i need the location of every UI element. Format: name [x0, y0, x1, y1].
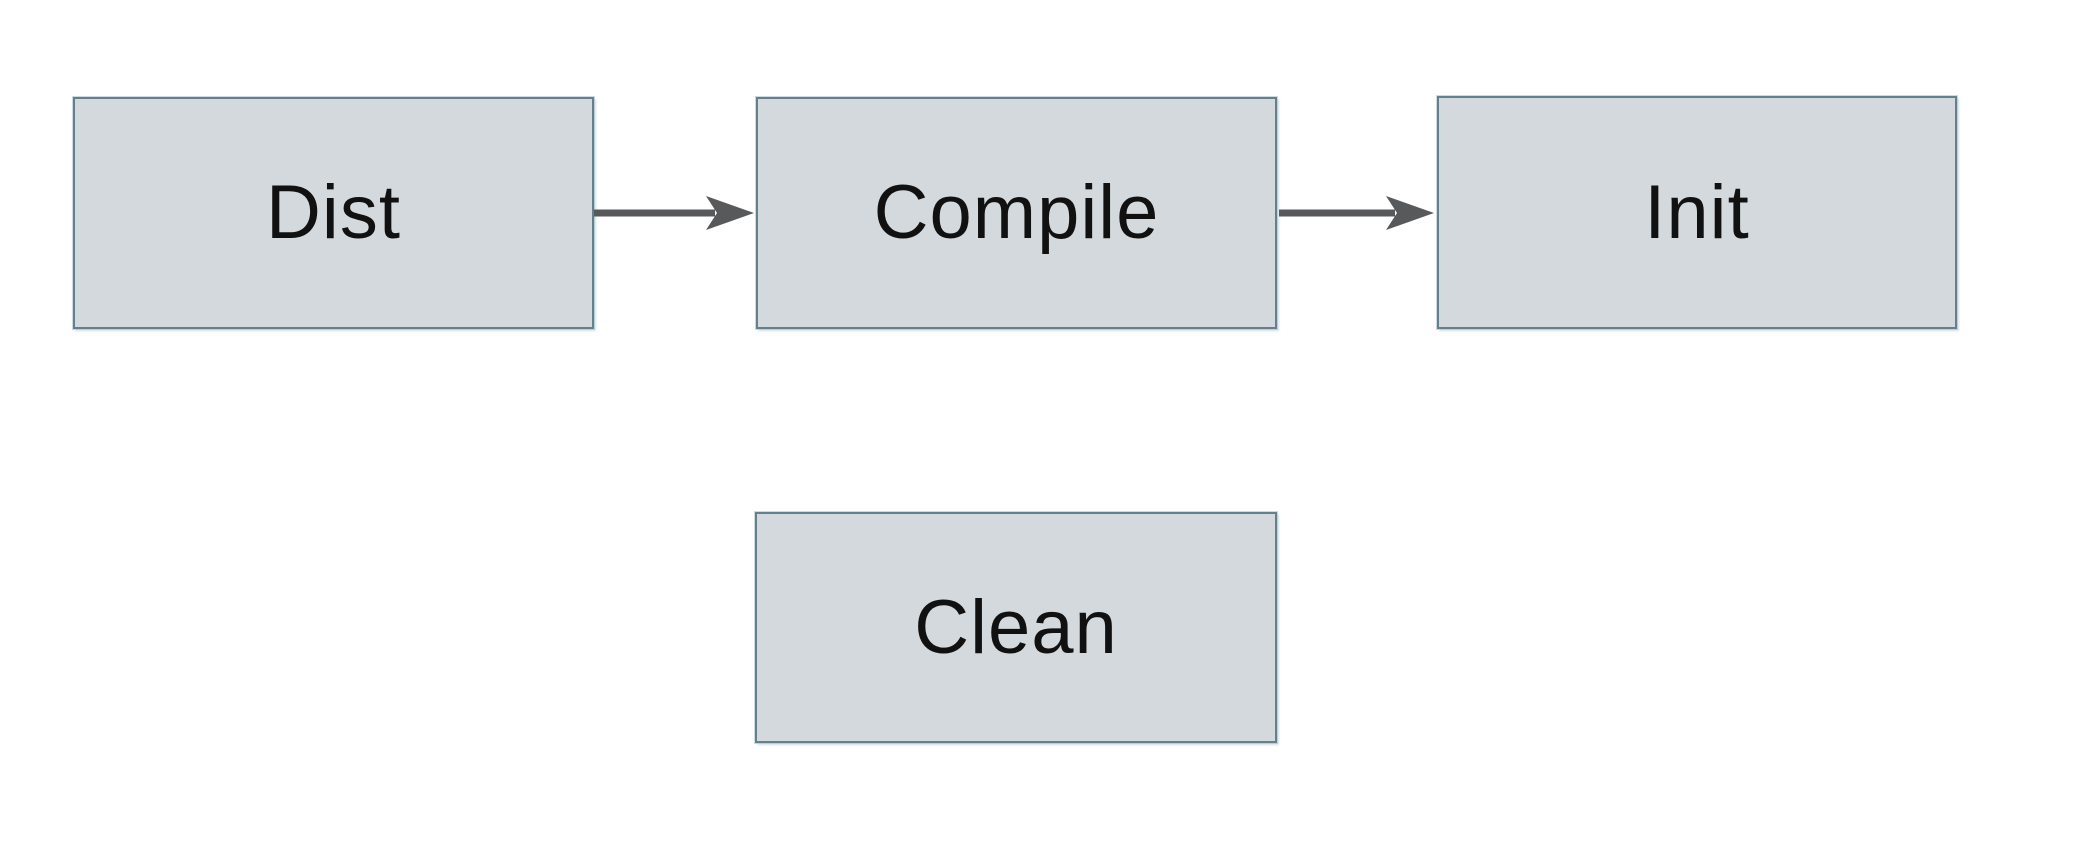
node-clean-label: Clean — [914, 584, 1118, 670]
node-dist[interactable]: Dist — [73, 97, 594, 329]
node-clean[interactable]: Clean — [755, 512, 1277, 743]
arrow-compile-to-init — [1279, 196, 1434, 230]
node-dist-label: Dist — [266, 170, 401, 255]
node-init-label: Init — [1644, 169, 1750, 255]
node-init[interactable]: Init — [1437, 96, 1957, 329]
arrow-dist-to-compile — [594, 196, 754, 230]
node-compile[interactable]: Compile — [756, 97, 1277, 329]
node-compile-label: Compile — [873, 170, 1160, 255]
